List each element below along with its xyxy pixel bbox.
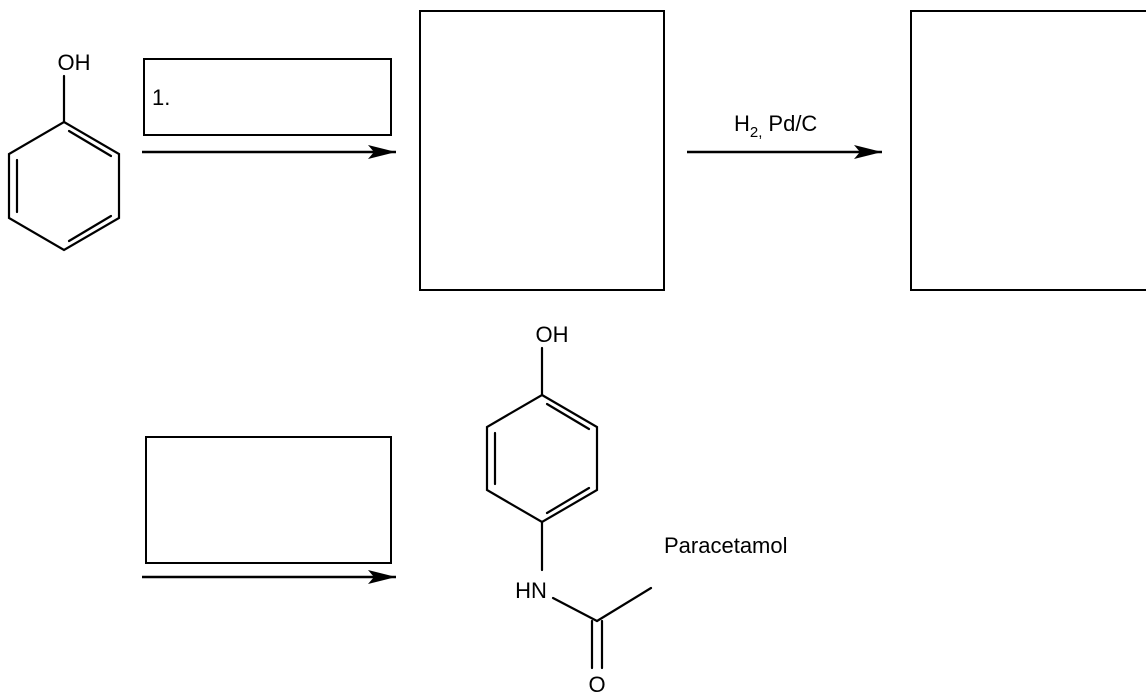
step2-reagent-label: H2, Pd/C xyxy=(734,111,817,141)
phenol-double-bond-2 xyxy=(67,214,113,243)
step3-reagent-box[interactable] xyxy=(145,436,392,564)
paracetamol-oh-label: OH xyxy=(536,322,569,347)
h2-symbol: H xyxy=(734,111,750,136)
intermediate-answer-box[interactable] xyxy=(419,10,665,291)
h2-subscript: 2, xyxy=(750,124,763,141)
step1-reagent-box[interactable] xyxy=(143,58,392,136)
step1-reagent-label: 1. xyxy=(152,85,170,110)
n-carbonyl-bond xyxy=(551,596,599,623)
paracetamol-double-bond-2 xyxy=(545,486,591,515)
amine-answer-box[interactable] xyxy=(910,10,1146,291)
paracetamol-double-bond-1 xyxy=(545,402,591,431)
methyl-bond xyxy=(595,586,653,623)
phenol-oh-label: OH xyxy=(58,50,91,75)
product-name-label: Paracetamol xyxy=(664,533,788,558)
paracetamol-hn-label: HN xyxy=(515,578,547,603)
phenol-ring xyxy=(7,120,121,252)
paracetamol-o-label: O xyxy=(588,672,605,693)
phenol-structure: OH xyxy=(7,50,121,252)
paracetamol-ring xyxy=(485,393,599,524)
paracetamol-structure: OH HN O xyxy=(485,322,653,693)
phenol-double-bond-1 xyxy=(67,129,113,158)
catalyst-label: Pd/C xyxy=(768,111,817,136)
